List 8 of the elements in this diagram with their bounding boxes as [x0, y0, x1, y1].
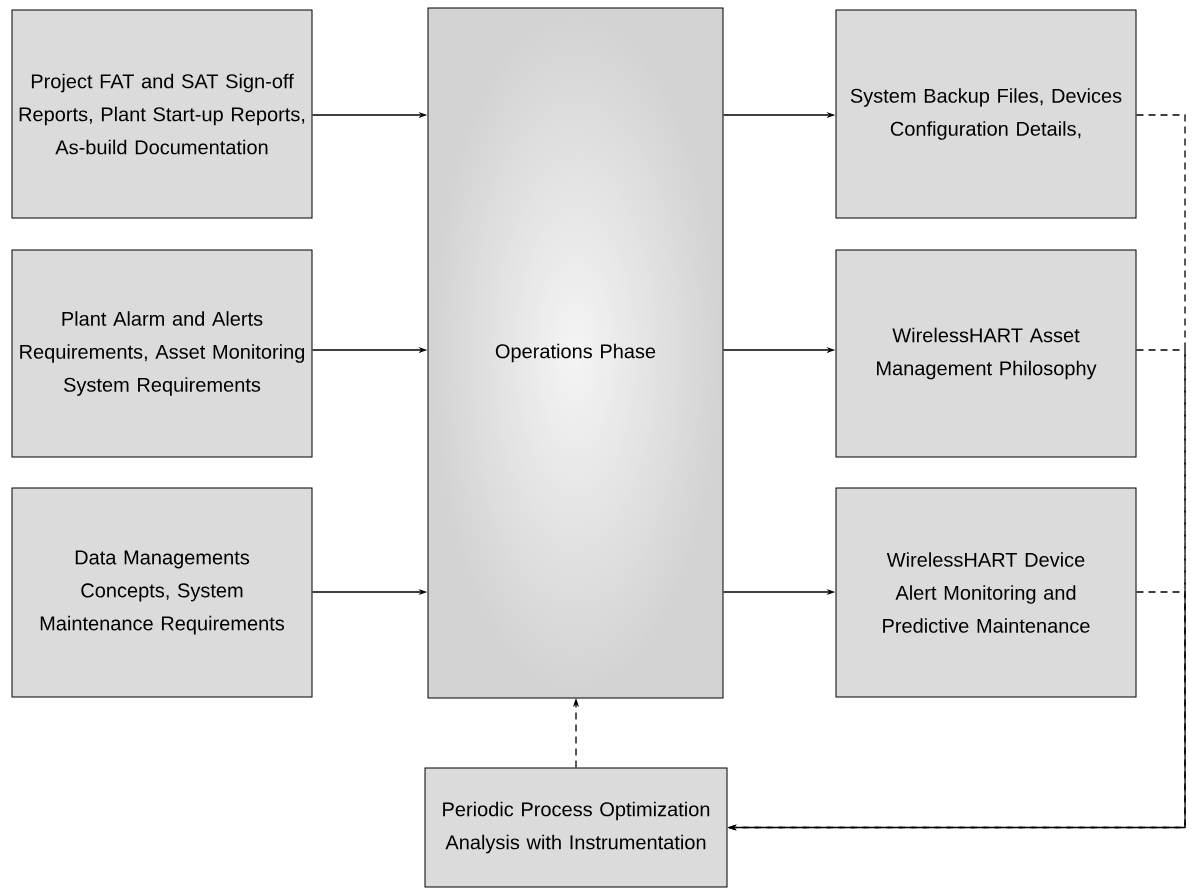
process-box: System Backup Files, Devices Configuration Details, — [835, 9, 1137, 219]
process-box: Plant Alarm and Alerts Requirements, Asset Monitoring System Requirements — [11, 249, 313, 458]
process-box: Periodic Process Optimization Analysis with Instrumentation — [424, 767, 728, 888]
process-box: Project FAT and SAT Sign-off Reports, Plant Start-up Reports, As-build Documentation — [11, 9, 313, 219]
process-box: WirelessHART Device Alert Monitoring and Predictive Maintenance — [835, 487, 1137, 698]
process-box: Data Managements Concepts, System Maintenance Requirements — [11, 487, 313, 698]
process-box: WirelessHART Asset Management Philosophy — [835, 249, 1137, 458]
process-box: Operations Phase — [427, 7, 724, 699]
